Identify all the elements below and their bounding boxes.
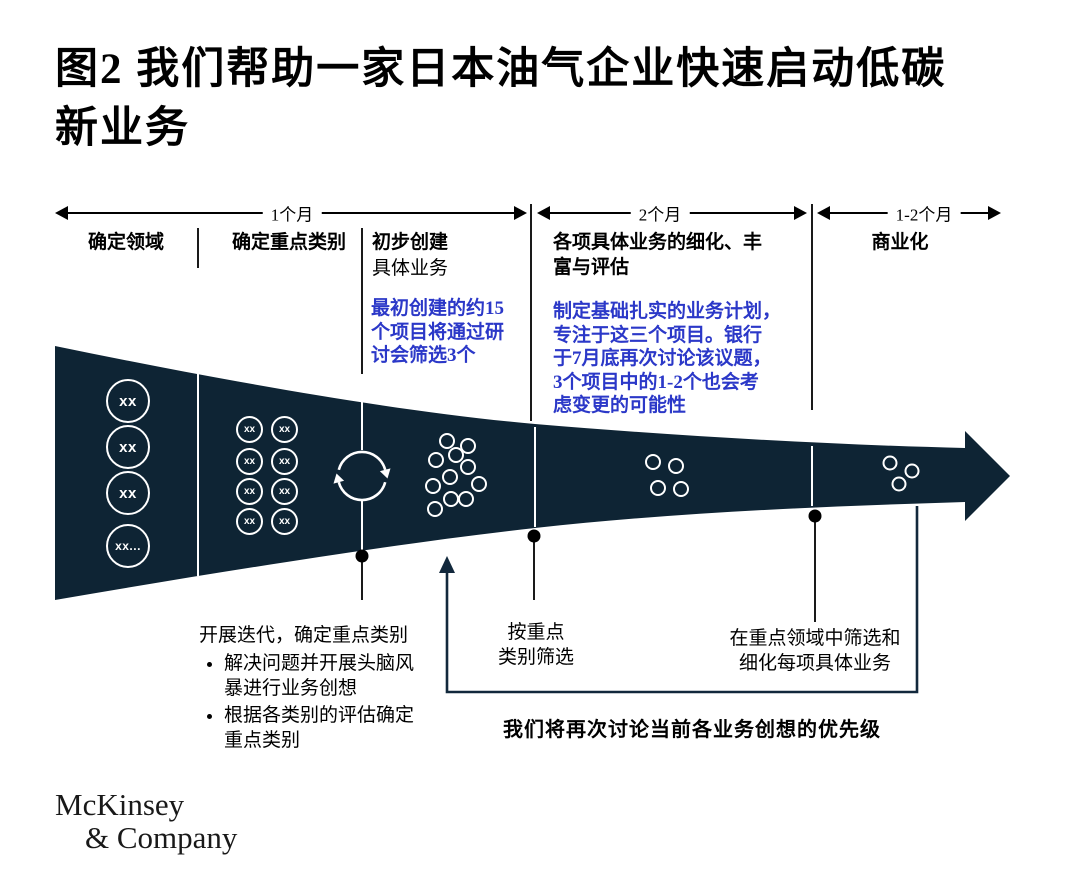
funnel-shape	[55, 346, 1010, 600]
timeline-label-2: 2个月	[630, 200, 690, 226]
feedback-loop-bracket	[439, 506, 919, 694]
annotation-iterate: 开展迭代，确定重点类别 解决问题并开展头脑风 暴进行业务创想 根据各类别的评估确…	[199, 623, 471, 755]
small-idea-circle: xx	[271, 448, 298, 475]
phase-3-title: 初步创建	[372, 232, 449, 253]
big-idea-circle: xx...	[106, 524, 150, 568]
idea-circles-stage3	[425, 433, 487, 517]
phase-1-title: 确定领域	[88, 232, 165, 253]
phase-4-note: 制定基础扎实的业务计划， 专注于这三个项目。银行 于7月底再次讨论该议题， 3个…	[553, 301, 782, 417]
small-idea-circle: xx	[236, 508, 263, 535]
annotation-bullet: 根据各类别的评估确定 重点类别	[224, 703, 471, 753]
small-idea-circle: xx	[236, 448, 263, 475]
funnel-stage-dividers	[197, 371, 813, 576]
idea-circles-stage4	[645, 454, 689, 497]
small-idea-circle: xx	[271, 478, 298, 505]
small-idea-circle: xx	[236, 478, 263, 505]
big-idea-circle: xx	[106, 471, 150, 515]
big-idea-circle: xx	[106, 425, 150, 469]
small-idea-circle: xx	[271, 508, 298, 535]
small-idea-circle: xx	[271, 416, 298, 443]
timeline-label-3: 1-2个月	[887, 200, 961, 226]
logo-line-1: McKinsey	[55, 787, 185, 822]
mckinsey-logo: McKinsey & Company	[55, 787, 238, 855]
annotation-iterate-title: 开展迭代，确定重点类别	[199, 625, 409, 646]
phase-4-title: 各项具体业务的细化、丰 富与评估	[553, 232, 763, 279]
annotation-bullet: 解决问题并开展头脑风 暴进行业务创想	[224, 651, 471, 701]
phase-2-title: 确定重点类别	[232, 232, 347, 253]
phase-5-title: 商业化	[871, 232, 929, 253]
iteration-refresh-icon	[333, 450, 391, 502]
annotation-iterate-bullets: 解决问题并开展头脑风 暴进行业务创想 根据各类别的评估确定 重点类别	[199, 651, 471, 753]
big-idea-circle: xx	[106, 379, 150, 423]
small-idea-circle: xx	[236, 416, 263, 443]
phase-3-note: 最初创建的约15 个项目将通过研 讨会筛选3个	[371, 298, 505, 367]
phase-3-subtitle: 具体业务	[372, 258, 449, 279]
annotation-filter: 按重点 类别筛选	[497, 622, 575, 669]
idea-circles-stage5	[882, 455, 920, 492]
logo-line-2: & Company	[85, 819, 238, 855]
callout-markers	[355, 509, 822, 622]
figure-title: 图2 我们帮助一家日本油气企业快速启动低碳 新业务	[55, 46, 947, 153]
timeline-label-1: 1个月	[262, 200, 322, 226]
annotation-loop: 我们将再次讨论当前各业务创想的优先级	[503, 719, 881, 741]
timeline-arrowheads	[55, 206, 1001, 220]
annotation-refine: 在重点领域中筛选和 细化每项具体业务	[729, 628, 901, 675]
